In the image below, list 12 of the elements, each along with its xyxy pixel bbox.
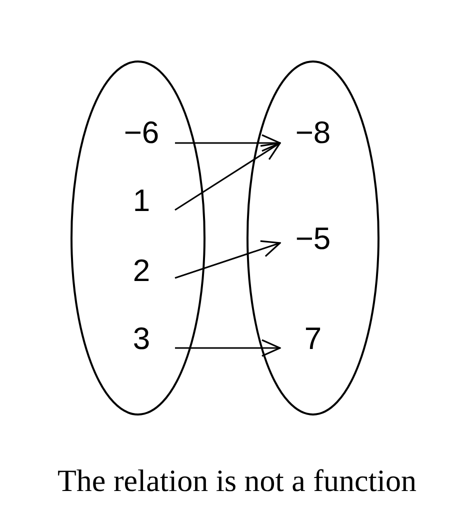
arrow (174, 240, 281, 279)
set-element: 1 (132, 184, 150, 216)
set-element: 3 (132, 322, 150, 354)
set-element: −8 (295, 116, 331, 148)
caption: The relation is not a function (56, 462, 418, 500)
set-element: 7 (304, 322, 322, 354)
set-element: −6 (124, 116, 160, 148)
arrow (175, 339, 281, 357)
arrow (174, 142, 281, 211)
set-element: 2 (132, 254, 150, 286)
set-element: −5 (295, 222, 331, 254)
arrow (175, 134, 281, 152)
